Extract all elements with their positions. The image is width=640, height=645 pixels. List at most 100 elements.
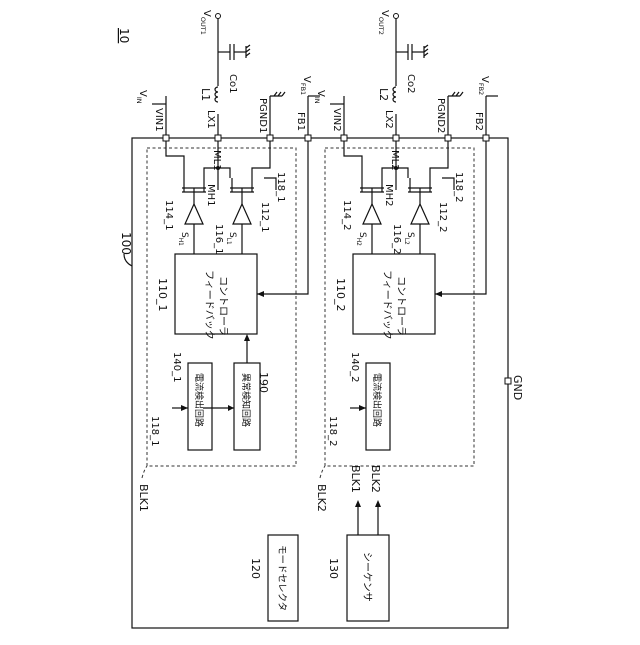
figure-number: 10 <box>117 28 131 43</box>
ch1-controller-ref: 110_1 <box>156 278 169 312</box>
ch2-vout-node <box>394 14 399 19</box>
ch1-ls-fet-label: ML1 <box>211 150 222 171</box>
ch1-detector-name: 電流検出回路 <box>193 373 205 427</box>
ch1-cap-label: Co1 <box>227 74 238 93</box>
ch2-vin-internal <box>344 141 362 178</box>
ch1-inductor-coil <box>215 97 218 102</box>
chip-ref-label: 100 <box>119 232 133 255</box>
ch1-hs-driver <box>185 204 203 224</box>
ch2-ls-signal: SL2 <box>403 232 415 245</box>
ch1-controller-name-2: コントローラ <box>217 276 229 336</box>
mode-selector-ref: 120 <box>249 558 262 579</box>
ch2-block-name: BLK2 <box>315 484 328 512</box>
ch1-controller-box <box>175 254 257 334</box>
ch2-hs-driver-ref: 114_2 <box>341 200 352 230</box>
ch2-detector-input-arrowhead <box>359 405 366 411</box>
sequencer-out-2-arrowhead <box>375 500 381 507</box>
channel-2: BLK2 VIN2 LX2 PGND2 FB2 VIN VOUT2L2 Co2 VFB2MH2 M… <box>313 10 498 512</box>
ch1-cap-gnd <box>246 45 250 58</box>
ch2-inductor-coil <box>393 97 396 102</box>
ch2-hs-signal: SH2 <box>355 232 367 246</box>
ch2-vfb-label: VFB2 <box>477 76 490 95</box>
ch2-detector-ref: 140_2 <box>349 352 360 382</box>
channel-1: BLK1 VIN1 LX1 PGND1 FB1 VIN VOUT1L1 Co1 VFB1MH1 M… <box>135 10 320 512</box>
ch1-controller-name-1: フィードバック <box>203 270 215 340</box>
sequencer-out-2-label: BLK2 <box>369 465 382 493</box>
ch1-vin-pin-label: VIN1 <box>153 108 164 132</box>
ch2-pgnd-pin <box>445 135 451 141</box>
ch1-vout-node <box>216 14 221 19</box>
ch1-hs-fet-label: MH1 <box>205 184 216 207</box>
ch2-ls-fet-label: ML2 <box>389 150 400 171</box>
ch2-vin-pin-label: VIN2 <box>331 108 342 132</box>
chip-ref-leader <box>124 254 132 266</box>
ch1-inductor-coil <box>215 87 218 92</box>
ch2-controller-name-1: フィードバック <box>381 270 393 340</box>
ch2-pgnd-internal <box>430 141 448 178</box>
sequencer-out-1-label: BLK1 <box>349 465 362 493</box>
ch1-pgnd-internal <box>252 141 270 178</box>
ch2-inductor-coil <box>393 87 396 92</box>
ch1-group-ref: 112_1 <box>259 202 270 232</box>
ch1-detector-input-arrowhead <box>181 405 188 411</box>
ch2-cap-gnd <box>424 45 428 58</box>
ch2-controller-name-2: コントローラ <box>395 276 407 336</box>
ch1-pgnd-pin-label: PGND1 <box>257 98 268 133</box>
ch1-vout-label: VOUT1 <box>199 10 212 35</box>
ch1-inductor-coil <box>215 92 218 97</box>
gnd-terminal <box>505 378 511 384</box>
ch1-vfb-label: VFB1 <box>299 76 312 95</box>
ch2-inductor-coil <box>393 92 396 97</box>
ch1-block-name: BLK1 <box>137 484 150 512</box>
ch2-sense-lead <box>442 178 454 190</box>
ch1-fb-pin <box>305 135 311 141</box>
mode-selector-name: モードセレクタ <box>276 545 287 611</box>
ch2-ls-driver-ref: 116_2 <box>391 224 402 254</box>
ch1-inductor-label: L1 <box>199 88 212 101</box>
ch1-vin-internal <box>166 141 184 178</box>
ch1-sense-lead <box>264 178 276 190</box>
ch2-lx-pin-label: LX2 <box>383 110 394 129</box>
ch1-ls-driver-ref: 116_1 <box>213 224 224 254</box>
ch2-hs-fet-label: MH2 <box>383 184 394 207</box>
ch2-vin-label: VIN <box>313 90 326 104</box>
ch2-group-ref: 112_2 <box>437 202 448 232</box>
ch1-lx-pin-label: LX1 <box>205 110 216 129</box>
ch1-fb-arrowhead <box>257 291 264 297</box>
ch1-hs-driver-ref: 114_1 <box>163 200 174 230</box>
ch2-hs-driver <box>363 204 381 224</box>
ch2-fb-pin-label: FB2 <box>473 112 484 131</box>
ch2-vout-label: VOUT2 <box>377 10 390 35</box>
ch2-detector-name: 電流検出回路 <box>371 373 383 427</box>
sequencer-out-1-arrowhead <box>355 500 361 507</box>
abnormal-detector-name: 異常検知回路 <box>240 373 252 427</box>
detector-link-arrowhead <box>228 405 234 411</box>
ch1-lx-pin <box>215 135 221 141</box>
sequencer-name: シーケンサ <box>361 552 373 602</box>
ch1-ls-signal: SL1 <box>225 232 237 245</box>
ch1-pgnd-pin <box>267 135 273 141</box>
ch2-cap-label: Co2 <box>405 74 416 93</box>
sequencer-ref: 130 <box>327 558 340 579</box>
ch2-controller-ref: 110_2 <box>334 278 347 312</box>
ch2-detector-input-label: 118_2 <box>327 416 338 446</box>
ch1-hs-signal: SH1 <box>177 232 189 246</box>
ch2-block-leader <box>320 466 325 478</box>
ch1-fb-pin-label: FB1 <box>295 112 306 131</box>
ch1-vin-label: VIN <box>135 90 148 104</box>
ch2-fb-pin <box>483 135 489 141</box>
ch1-vin-pin <box>163 135 169 141</box>
ch1-pgnd-gnd <box>270 92 285 96</box>
ch2-pgnd-pin-label: PGND2 <box>435 98 446 133</box>
ch1-ls-driver <box>233 204 251 224</box>
ch2-vin-pin <box>341 135 347 141</box>
ch1-sense-ref: 118_1 <box>275 172 286 202</box>
ch1-block-leader <box>142 466 147 478</box>
ch2-inductor-label: L2 <box>377 88 390 101</box>
abnormal-detector-ref: 190 <box>257 372 270 393</box>
abnormal-arrowhead <box>244 334 250 341</box>
ch2-fb-arrowhead <box>435 291 442 297</box>
gnd-label: GND <box>511 375 524 400</box>
